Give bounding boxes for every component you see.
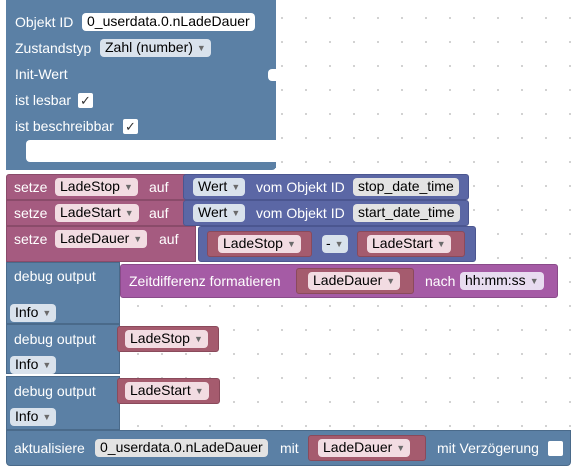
- nach-label: nach: [425, 273, 456, 289]
- ist-lesbar-label: ist lesbar: [15, 92, 72, 108]
- log-level-value: Info: [15, 408, 39, 424]
- objekt-id-label: Objekt ID: [15, 14, 74, 30]
- variable-name: LadeDauer: [60, 230, 130, 246]
- dropdown-arrow-icon: ▼: [42, 360, 52, 370]
- log-level-dropdown[interactable]: Info▼: [10, 408, 57, 426]
- dropdown-arrow-icon: ▼: [529, 276, 539, 286]
- statement-input-slot[interactable]: [26, 140, 276, 162]
- variable-name: LadeStop: [130, 330, 190, 346]
- objekt-id-field[interactable]: 0_userdata.0.nLadeDauer: [95, 439, 268, 457]
- objekt-id-value: 0_userdata.0.nLadeDauer: [100, 439, 263, 455]
- variable-dropdown[interactable]: LadeStop▼: [125, 330, 208, 348]
- log-level-value: Info: [15, 304, 39, 320]
- dropdown-arrow-icon: ▼: [334, 239, 344, 249]
- setze-label: setze: [14, 205, 48, 221]
- format-dropdown[interactable]: hh:mm:ss▼: [460, 272, 544, 290]
- variable-name: LadeDauer: [323, 439, 393, 455]
- variable-name: LadeDauer: [313, 272, 383, 288]
- debug-output-label: debug output: [14, 331, 96, 347]
- log-level-dropdown[interactable]: Info▼: [10, 304, 57, 322]
- dropdown-arrow-icon: ▼: [42, 412, 52, 422]
- objekt-id-field[interactable]: start_date_time: [353, 204, 460, 222]
- objekt-id-field[interactable]: stop_date_time: [353, 178, 459, 196]
- objekt-id-value: 0_userdata.0.nLadeDauer: [87, 13, 250, 29]
- variable-dropdown[interactable]: LadeStart▼: [55, 204, 139, 222]
- dropdown-arrow-icon: ▼: [286, 239, 296, 249]
- variable-name: LadeStart: [372, 235, 433, 251]
- objekt-id-value: start_date_time: [358, 204, 455, 220]
- dropdown-arrow-icon: ▼: [194, 386, 204, 396]
- ist-beschreibbar-checkbox[interactable]: ✓: [123, 119, 138, 134]
- setze-label: setze: [14, 231, 48, 247]
- checkbox-check-icon: ✓: [80, 93, 91, 108]
- mit-verzoegerung-label: mit Verzögerung: [437, 440, 539, 456]
- auf-label: auf: [159, 231, 179, 247]
- objekt-id-field[interactable]: 0_userdata.0.nLadeDauer: [82, 13, 255, 31]
- init-wert-input-socket[interactable]: [268, 69, 276, 81]
- dropdown-arrow-icon: ▼: [436, 239, 446, 249]
- wert-dropdown[interactable]: Wert▼: [193, 204, 246, 222]
- dropdown-arrow-icon: ▼: [396, 443, 406, 453]
- zustandstyp-label: Zustandstyp: [15, 40, 92, 56]
- variable-dropdown[interactable]: LadeDauer▼: [318, 439, 411, 457]
- log-level-value: Info: [15, 356, 39, 372]
- dropdown-arrow-icon: ▼: [42, 308, 52, 318]
- ist-lesbar-checkbox[interactable]: ✓: [78, 93, 93, 108]
- operator-dropdown[interactable]: -▼: [322, 235, 348, 253]
- objekt-id-value: stop_date_time: [358, 178, 454, 194]
- dropdown-arrow-icon: ▼: [123, 182, 133, 192]
- vom-objekt-id-label: vom Objekt ID: [256, 205, 345, 221]
- wert-label: Wert: [198, 204, 228, 220]
- wert-label: Wert: [198, 178, 228, 194]
- dropdown-arrow-icon: ▼: [231, 208, 241, 218]
- dropdown-arrow-icon: ▼: [196, 43, 206, 53]
- variable-name: LadeStart: [60, 204, 121, 220]
- wert-dropdown[interactable]: Wert▼: [193, 178, 246, 196]
- dropdown-arrow-icon: ▼: [124, 208, 134, 218]
- variable-dropdown[interactable]: LadeStart▼: [125, 382, 209, 400]
- variable-dropdown[interactable]: LadeDauer▼: [308, 272, 401, 290]
- zustandstyp-dropdown[interactable]: Zahl (number)▼: [100, 39, 211, 57]
- auf-label: auf: [149, 179, 169, 195]
- variable-dropdown[interactable]: LadeStart▼: [367, 235, 451, 253]
- operator-value: -: [326, 235, 331, 251]
- dropdown-arrow-icon: ▼: [231, 182, 241, 192]
- variable-name: LadeStart: [130, 382, 191, 398]
- checkbox-check-icon: ✓: [125, 119, 136, 134]
- variable-dropdown[interactable]: LadeStop▼: [55, 178, 138, 196]
- variable-dropdown[interactable]: LadeDauer▼: [55, 230, 148, 248]
- zustandstyp-value: Zahl (number): [105, 39, 193, 55]
- dropdown-arrow-icon: ▼: [133, 234, 143, 244]
- create-object-block-bottom: [6, 162, 276, 170]
- debug-output-label: debug output: [14, 383, 96, 399]
- debug-output-label: debug output: [14, 268, 96, 284]
- init-wert-label: Init-Wert: [15, 66, 68, 82]
- dropdown-arrow-icon: ▼: [386, 276, 396, 286]
- verzoegerung-checkbox[interactable]: [548, 441, 563, 456]
- vom-objekt-id-label: vom Objekt ID: [256, 179, 345, 195]
- format-value: hh:mm:ss: [465, 272, 526, 288]
- setze-label: setze: [14, 179, 48, 195]
- zeitdifferenz-label: Zeitdifferenz formatieren: [129, 273, 281, 289]
- variable-name: LadeStop: [60, 178, 120, 194]
- auf-label: auf: [149, 205, 169, 221]
- dropdown-arrow-icon: ▼: [193, 334, 203, 344]
- debug-output-block[interactable]: [6, 262, 120, 324]
- variable-dropdown[interactable]: LadeStop▼: [218, 235, 301, 253]
- aktualisiere-label: aktualisiere: [14, 440, 85, 456]
- ist-beschreibbar-label: ist beschreibbar: [15, 118, 114, 134]
- log-level-dropdown[interactable]: Info▼: [10, 356, 57, 374]
- variable-name: LadeStop: [223, 235, 283, 251]
- mit-label: mit: [280, 440, 299, 456]
